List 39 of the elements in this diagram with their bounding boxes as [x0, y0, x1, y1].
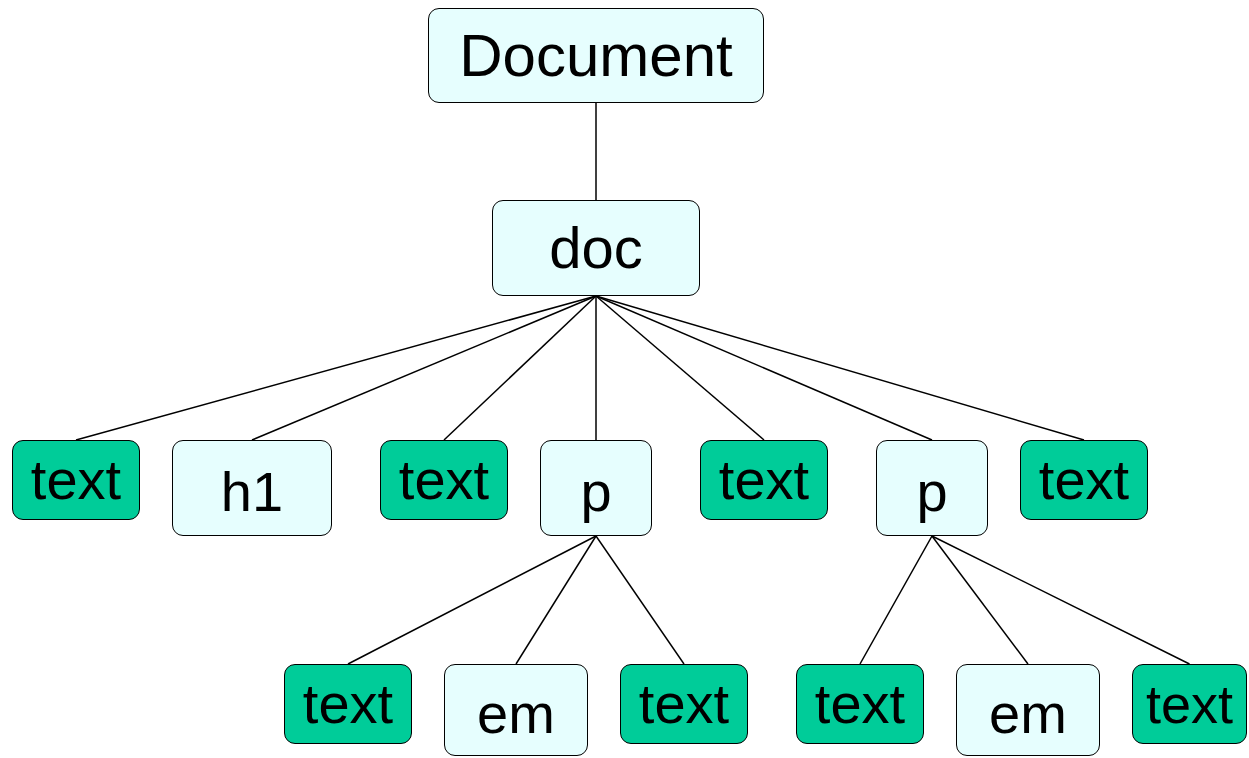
element-node-box — [172, 440, 332, 536]
tree-connector-line — [595, 295, 765, 441]
node-label: text — [814, 676, 906, 732]
tree-connector-line — [595, 295, 597, 441]
node-label: text — [1145, 677, 1233, 731]
node-label: em — [989, 681, 1067, 742]
node-label: text — [302, 676, 394, 732]
node-label: Document — [459, 25, 733, 86]
element-node-box — [956, 664, 1100, 756]
node-label: text — [398, 452, 490, 508]
text-node-box — [380, 440, 508, 520]
element-node-box — [492, 200, 700, 296]
element-node-box — [540, 440, 652, 536]
tree-connector-line — [443, 295, 597, 441]
node-label: text — [1038, 452, 1130, 508]
node-label: h1 — [220, 459, 284, 520]
node-label: text — [30, 452, 122, 508]
text-node-box — [700, 440, 828, 520]
tree-connector-line — [931, 535, 1191, 665]
text-node-box — [12, 440, 140, 520]
node-label: text — [718, 452, 810, 508]
text-node-box — [1132, 664, 1247, 744]
text-node-box — [1020, 440, 1148, 520]
element-node-box — [428, 8, 764, 103]
node-label: em — [477, 681, 555, 742]
text-node-box — [284, 664, 412, 744]
node-label: doc — [549, 219, 643, 277]
tree-connector-line — [595, 102, 597, 201]
tree-connector-line — [595, 535, 685, 665]
node-label: text — [638, 676, 730, 732]
tree-connector-line — [347, 535, 597, 665]
tree-connector-line — [931, 535, 1029, 665]
element-node-box — [444, 664, 588, 756]
tree-connector-line — [515, 535, 597, 665]
tree-connector-line — [251, 295, 597, 441]
text-node-box — [796, 664, 924, 744]
tree-connector-line — [859, 535, 933, 665]
text-node-box — [620, 664, 748, 744]
element-node-box — [876, 440, 988, 536]
